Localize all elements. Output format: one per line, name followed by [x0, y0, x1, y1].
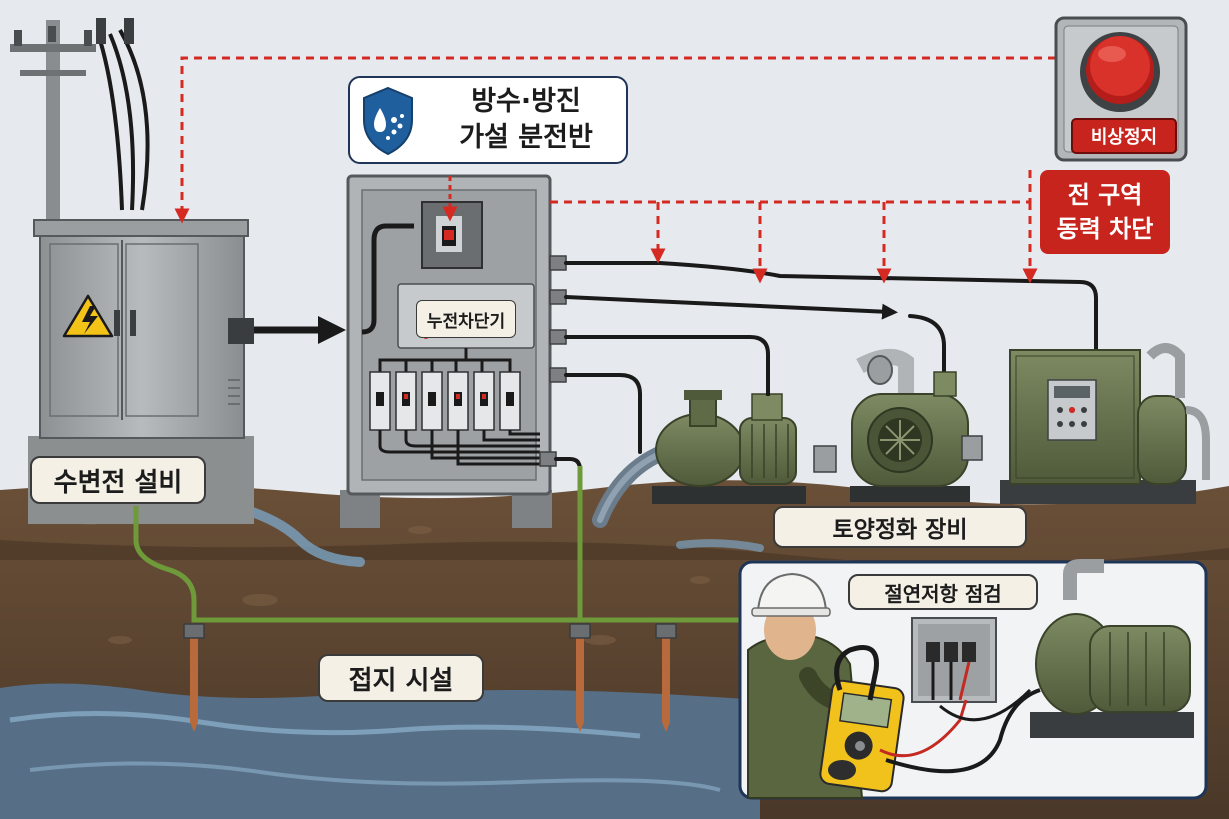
- emergency-control-lines: [174, 56, 1056, 284]
- power-cutoff-box: 전 구역 동력 차단: [1040, 170, 1170, 254]
- insulation-check-label: 절연저항 점검: [848, 574, 1038, 610]
- inset-motor: [1030, 559, 1194, 738]
- high-voltage-warning-icon: [62, 294, 114, 338]
- panel-title-line1: 방수·방진: [471, 86, 581, 117]
- distribution-panel: [340, 174, 567, 528]
- junction-box: [911, 617, 997, 703]
- worker: [747, 572, 864, 799]
- outgoing-cables: [554, 261, 1098, 472]
- substation-label: 수변전 설비: [30, 456, 206, 504]
- soil-equipment-label: 토양정화 장비: [773, 506, 1027, 548]
- cutoff-line1: 전 구역: [1067, 181, 1143, 209]
- panel-title-box: 방수·방진 가설 분전반: [348, 76, 628, 164]
- insulation-tester: [819, 679, 905, 793]
- insulation-inspection-inset: [738, 559, 1208, 800]
- elb-label: 누전차단기: [416, 300, 516, 338]
- shield-water-icon: [363, 86, 413, 156]
- grounding-label: 접지 시설: [318, 654, 484, 702]
- utility-pole: [10, 18, 150, 230]
- soil-treatment-unit: [1000, 343, 1210, 504]
- pump-unit-1: [592, 380, 837, 528]
- pump-unit-2: [850, 348, 983, 502]
- emergency-stop-label: 비상정지: [1071, 118, 1177, 154]
- panel-title-line2: 가설 분전반: [459, 122, 593, 153]
- cutoff-line2: 동력 차단: [1056, 215, 1154, 243]
